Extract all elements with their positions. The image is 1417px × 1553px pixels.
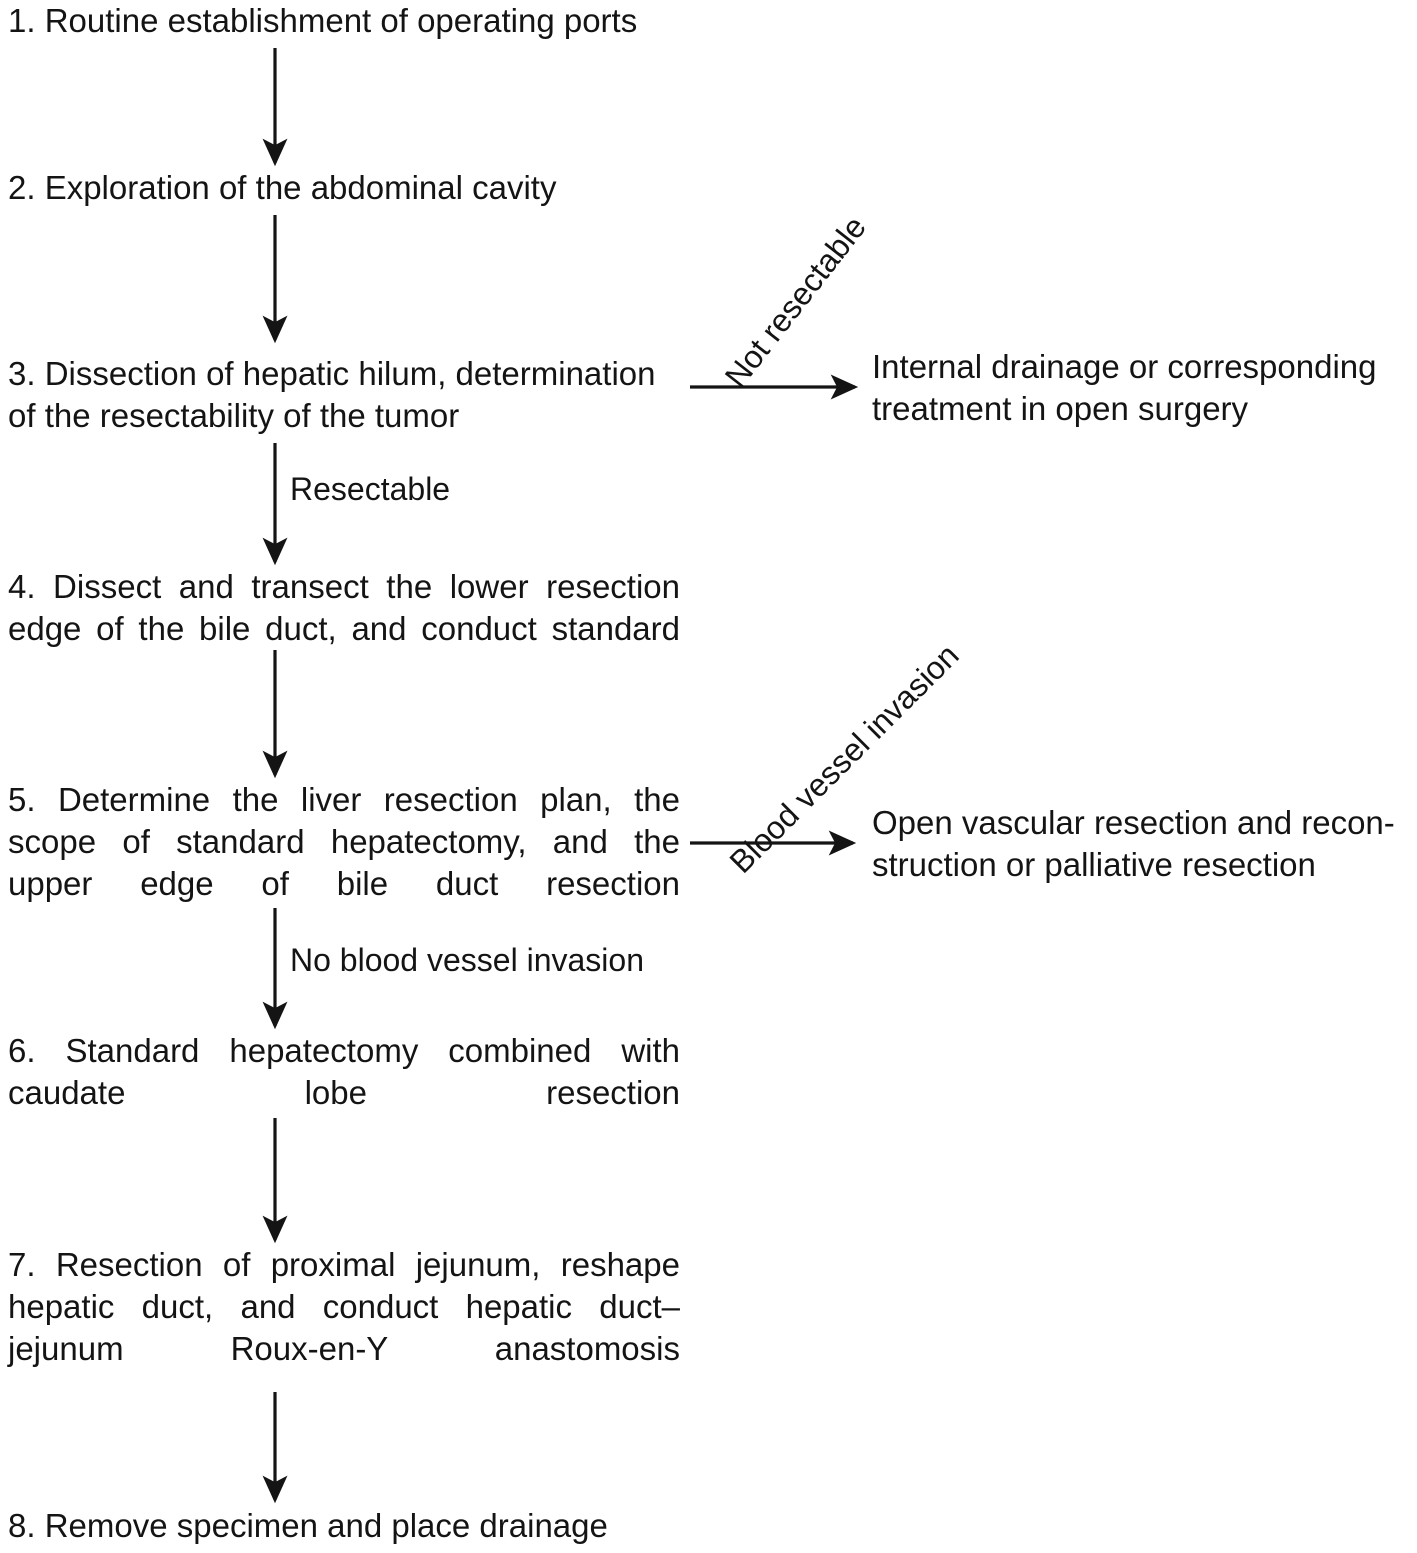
flow-node-step-7: 7. Resection of proximal jejunum, reshap… bbox=[8, 1246, 680, 1367]
flow-node-step-1: 1. Routine establishment of operating po… bbox=[8, 2, 638, 39]
flow-node-step-4: 4. Dissect and transect the lower resect… bbox=[8, 568, 680, 647]
edge-label-not-resectable: Not resectable bbox=[717, 209, 874, 394]
flow-node-step-5: 5. Determine the liver resection plan, t… bbox=[8, 781, 680, 902]
flow-node-outcome-vessel-invasion: Open vascular resection and recon- struc… bbox=[872, 804, 1395, 883]
flow-node-step-8: 8. Remove specimen and place drainage bbox=[8, 1507, 608, 1544]
flow-node-step-3: 3. Dissection of hepatic hilum, determin… bbox=[8, 355, 656, 434]
edge-label-resectable: Resectable bbox=[290, 471, 451, 507]
flow-node-step-2: 2. Exploration of the abdominal cavity bbox=[8, 169, 557, 206]
flow-node-step-6: 6. Standard hepatectomy combined with ca… bbox=[8, 1032, 680, 1111]
edge-label-no-blood-vessel-invasion: No blood vessel invasion bbox=[290, 942, 644, 978]
flow-node-outcome-not-resectable: Internal drainage or corresponding treat… bbox=[872, 348, 1377, 427]
